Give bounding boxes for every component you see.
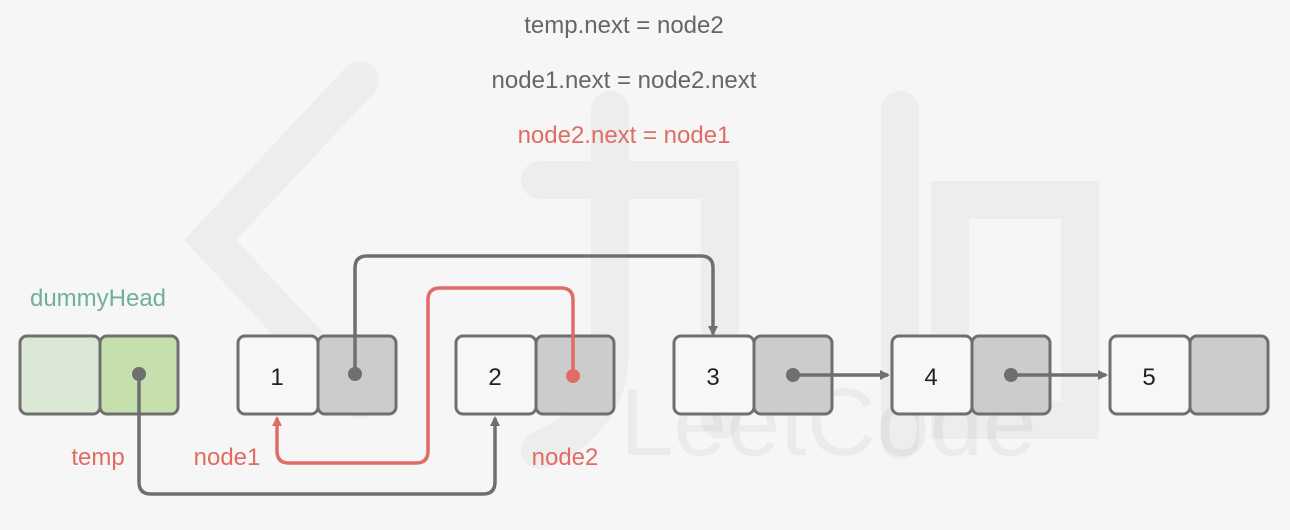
- arrow-node2-to-node1: [272, 286, 575, 465]
- temp-label: temp: [71, 444, 124, 471]
- node2-label: node2: [532, 444, 599, 471]
- node-1-value: 1: [270, 364, 283, 391]
- list-node-1: 1: [236, 334, 398, 416]
- node1-label: node1: [194, 444, 261, 471]
- node-5-pointer-cell: [1188, 334, 1270, 416]
- dummy-head-label: dummyHead: [30, 285, 166, 312]
- list-node-2: 2: [454, 334, 616, 416]
- node-2-value: 2: [488, 364, 501, 391]
- node-4-value: 4: [924, 364, 937, 391]
- arrow-node1-to-node3: [353, 254, 718, 374]
- list-node-5: 5: [1108, 334, 1270, 416]
- code-line-node1-next: node1.next = node2.next: [492, 67, 757, 94]
- dummy-head-node: [18, 334, 180, 416]
- code-line-node2-next: node2.next = node1: [518, 122, 731, 149]
- dummy-head-value-cell: [18, 334, 102, 416]
- code-line-temp-next: temp.next = node2: [524, 12, 723, 39]
- node-5-value: 5: [1142, 364, 1155, 391]
- list-node-4: 4: [890, 334, 1052, 416]
- arrow-temp-to-node2: [137, 374, 500, 496]
- node-3-value: 3: [706, 364, 719, 391]
